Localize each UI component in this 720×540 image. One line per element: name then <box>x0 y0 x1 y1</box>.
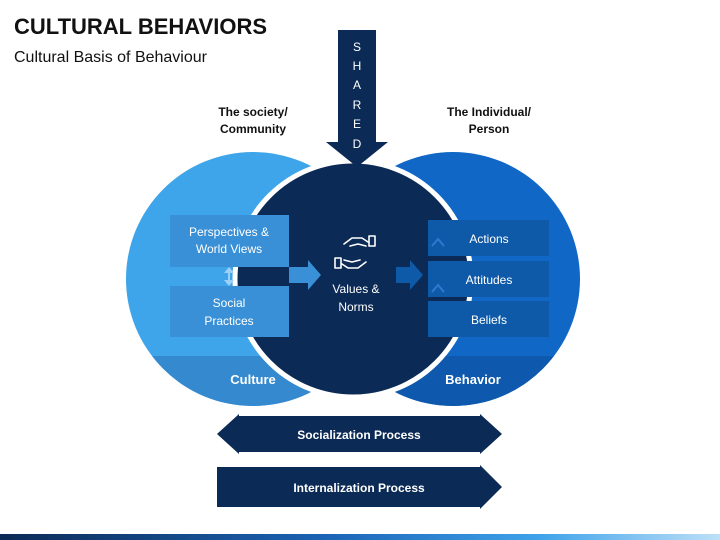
beliefs-label: Beliefs <box>471 313 507 327</box>
up-down-arrow-icon <box>224 267 234 286</box>
society-label: The society/ Community <box>188 104 318 138</box>
perspectives-line2: World Views <box>196 242 262 256</box>
behavior-label: Behavior <box>445 372 501 387</box>
socialization-arrow <box>217 414 502 454</box>
shared-letter: D <box>353 137 362 151</box>
shared-letter: E <box>353 117 361 131</box>
shared-letter: R <box>353 98 362 112</box>
actions-label: Actions <box>469 232 508 246</box>
perspectives-box <box>170 215 289 267</box>
internalization-arrow <box>217 465 502 509</box>
social-practices-box <box>170 286 289 337</box>
society-label-line1: The society/ <box>218 105 288 119</box>
arrow-right-icon <box>396 260 423 290</box>
values-norms-line1: Values & <box>332 282 379 296</box>
handshake-icon <box>334 235 376 269</box>
individual-label: The Individual/ Person <box>424 104 554 138</box>
shared-letter: A <box>353 78 361 92</box>
society-label-line2: Community <box>220 122 286 136</box>
chevron-up-icon <box>431 283 445 293</box>
shared-arrow: S H A R E D <box>326 30 388 167</box>
shared-letter: H <box>353 59 362 73</box>
shared-letter: S <box>353 40 361 54</box>
individual-label-line2: Person <box>468 122 510 136</box>
individual-label-line1: The Individual/ <box>446 105 531 119</box>
chevron-up-icon <box>431 237 445 247</box>
bottom-gradient-bar <box>0 534 720 540</box>
attitudes-box <box>428 261 549 297</box>
culture-label: Culture <box>230 372 276 387</box>
social-practices-line1: Social <box>213 296 246 310</box>
values-norms-line2: Norms <box>338 300 373 314</box>
page-title: CULTURAL BEHAVIORS <box>14 14 267 39</box>
arrow-right-icon <box>289 260 321 290</box>
socialization-label: Socialization Process <box>297 428 421 442</box>
attitudes-label: Attitudes <box>466 273 513 287</box>
page-subtitle: Cultural Basis of Behaviour <box>14 49 207 66</box>
actions-box <box>428 220 549 256</box>
perspectives-line1: Perspectives & <box>189 225 269 239</box>
beliefs-box <box>428 301 549 337</box>
social-practices-line2: Practices <box>204 314 253 328</box>
internalization-label: Internalization Process <box>293 481 425 495</box>
